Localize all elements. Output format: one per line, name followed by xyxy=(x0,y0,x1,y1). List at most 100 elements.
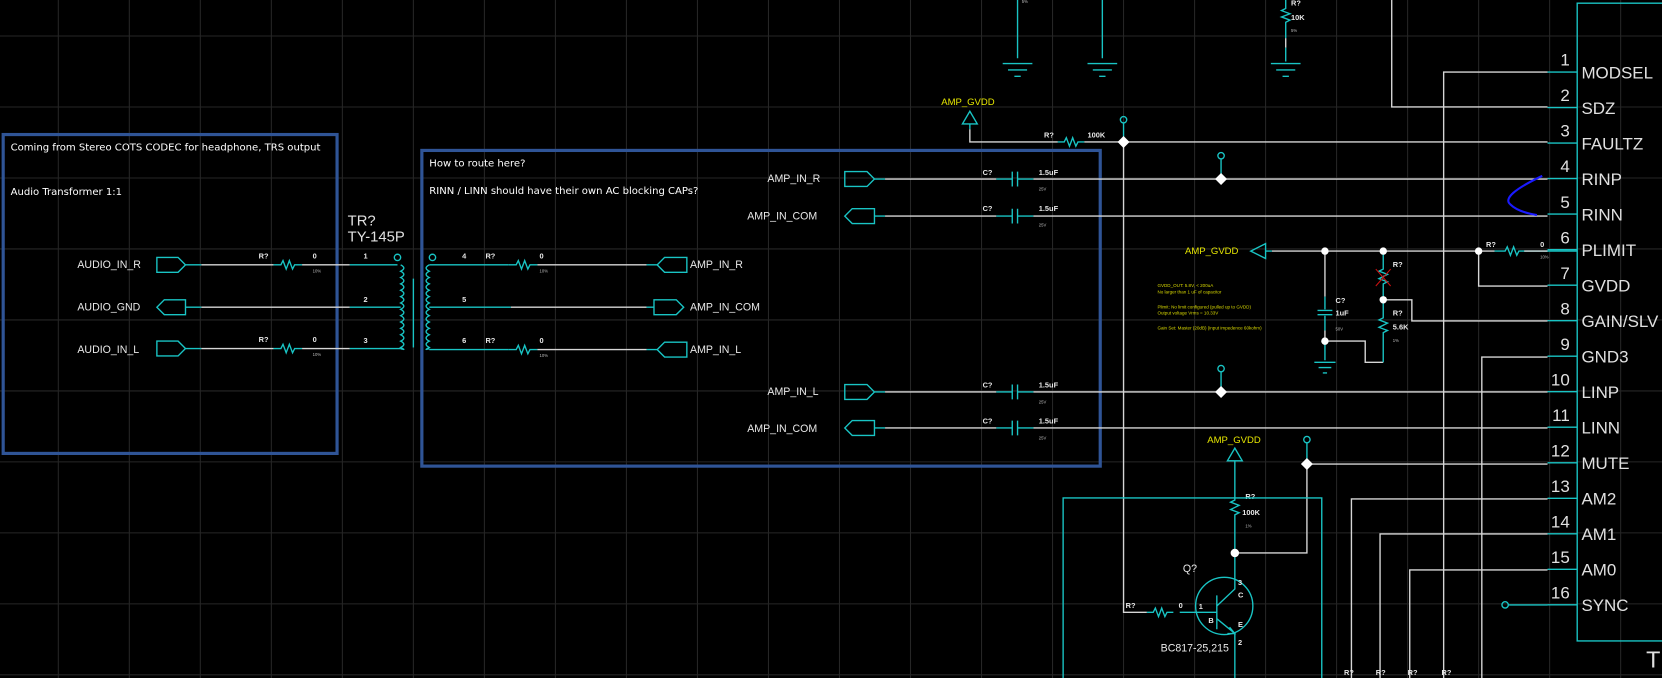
value-label: 0 xyxy=(1179,601,1183,610)
cap-rinn[interactable]: AMP_IN_COM C? 1.5uF 25V xyxy=(747,204,1548,228)
tolerance-label: 10% xyxy=(313,268,322,273)
transistor-symbol xyxy=(1146,580,1237,678)
amp-in-r-secondary[interactable]: R? 0 10% AMP_IN_R xyxy=(429,251,743,273)
amp-in-l-secondary[interactable]: R? 0 10% AMP_IN_L xyxy=(429,336,741,358)
wire-segment xyxy=(1379,296,1387,304)
ref-label: R? xyxy=(485,336,495,345)
value-label: 5.6K xyxy=(1393,322,1409,331)
wire-segment xyxy=(1117,135,1130,148)
ref-label: R? xyxy=(1393,309,1403,318)
dot-icon xyxy=(393,253,402,262)
wire-segment xyxy=(1474,247,1483,255)
pin-number: 2 xyxy=(364,295,368,304)
ref-label: R? xyxy=(1442,668,1452,677)
cap-linn[interactable]: AMP_IN_COM C? 1.5uF 25V xyxy=(747,417,1548,441)
ground-icon xyxy=(1087,0,1118,77)
transformer-ty-145p[interactable]: TR? TY-145P 1 2 3 4 5 6 xyxy=(348,214,467,351)
ic-ref: T xyxy=(1646,646,1660,672)
annotation-stroke xyxy=(1507,174,1543,217)
gvdd-network[interactable]: AMP_GVDD R? 0 10% C? 1uF 50V R? R? 5.6K … xyxy=(1157,240,1578,374)
mute-transistor-circuit[interactable]: AMP_GVDD R? 100K 1% R? 0 Q? BC817-25,215… xyxy=(1062,435,1452,678)
wire-segment xyxy=(1300,458,1313,470)
port-output-icon xyxy=(156,256,202,273)
port-label-audio-in-r: AUDIO_IN_R xyxy=(77,259,141,271)
port-label: AMP_IN_COM xyxy=(747,210,817,222)
wire-segment xyxy=(1321,247,1329,255)
port-label-audio-gnd: AUDIO_GND xyxy=(77,301,140,313)
pin-number: 8 xyxy=(1560,299,1569,318)
value-label: 1.5uF xyxy=(1039,381,1059,390)
wire-segment xyxy=(1379,247,1387,255)
note-box-codec[interactable] xyxy=(1,132,339,456)
power-arrow-icon xyxy=(961,109,979,130)
cap-rinp[interactable]: AMP_IN_R C? 1.5uF 25V xyxy=(767,168,1548,192)
pin-number: 16 xyxy=(1551,583,1570,602)
wire-segment xyxy=(1321,337,1329,345)
wire-segment xyxy=(1494,244,1578,258)
value-label: 0 xyxy=(540,336,544,345)
pin-label: E xyxy=(1238,620,1243,629)
resistor-icon xyxy=(273,342,303,355)
test-point-icon[interactable] xyxy=(1119,115,1128,124)
port-label: AMP_IN_R xyxy=(767,173,820,185)
wire-segment xyxy=(508,258,538,272)
ref-label: R? xyxy=(1393,260,1403,269)
pin-label: C xyxy=(1238,590,1244,599)
port-label-amp-in-r: AMP_IN_R xyxy=(690,259,743,271)
value-label: 0 xyxy=(313,335,317,344)
coil-primary-icon xyxy=(399,264,405,351)
pin-name: PLIMIT xyxy=(1581,241,1636,260)
test-point-stubs xyxy=(1122,122,1308,465)
wire-segment xyxy=(1084,141,1548,614)
amp-in-com-secondary[interactable]: AMP_IN_COM xyxy=(429,299,760,316)
test-point-icon[interactable] xyxy=(1217,151,1225,160)
design-note: GVDD_OUT: 5.8V, < 200uA xyxy=(1157,283,1214,288)
test-point-icon[interactable] xyxy=(1303,435,1311,444)
wire-segment xyxy=(844,383,886,401)
transformer-part: TY-145P xyxy=(348,230,405,246)
ref-label: R? xyxy=(1486,240,1496,249)
port-label: AMP_IN_L xyxy=(767,386,818,398)
audio-in-l-net[interactable]: AUDIO_IN_L R? 0 10% xyxy=(77,335,401,357)
value-label: 1.5uF xyxy=(1039,204,1059,213)
ref-label: C? xyxy=(983,381,993,390)
cap-linp[interactable]: AMP_IN_L C? 1.5uF 25V xyxy=(767,381,1548,405)
voltage-label: 50V xyxy=(1336,327,1344,332)
audio-in-r-net[interactable]: AUDIO_IN_R R? 0 10% xyxy=(77,251,398,273)
wire-segment xyxy=(843,419,886,437)
transistor-part: BC817-25,215 xyxy=(1161,643,1229,655)
ground-icon xyxy=(1270,47,1301,77)
pin-label: B xyxy=(1208,616,1214,625)
pin-name: MUTE xyxy=(1581,454,1629,473)
test-point-icon[interactable] xyxy=(1217,364,1225,373)
test-point-icon[interactable] xyxy=(1501,601,1509,609)
audio-gnd-net[interactable]: AUDIO_GND xyxy=(77,299,401,316)
faultz-pullup[interactable]: AMP_GVDD R? 100K xyxy=(941,97,1548,614)
ref-label: R? xyxy=(1344,668,1354,677)
value-label: 0 xyxy=(1540,240,1544,249)
port-input-icon xyxy=(646,341,688,358)
ref-label: R? xyxy=(485,251,495,260)
note-box-routing[interactable] xyxy=(420,148,1102,468)
voltage-label: 25V xyxy=(1039,187,1047,192)
pin-number: 4 xyxy=(1560,157,1569,176)
pin-name: AM0 xyxy=(1581,561,1616,580)
